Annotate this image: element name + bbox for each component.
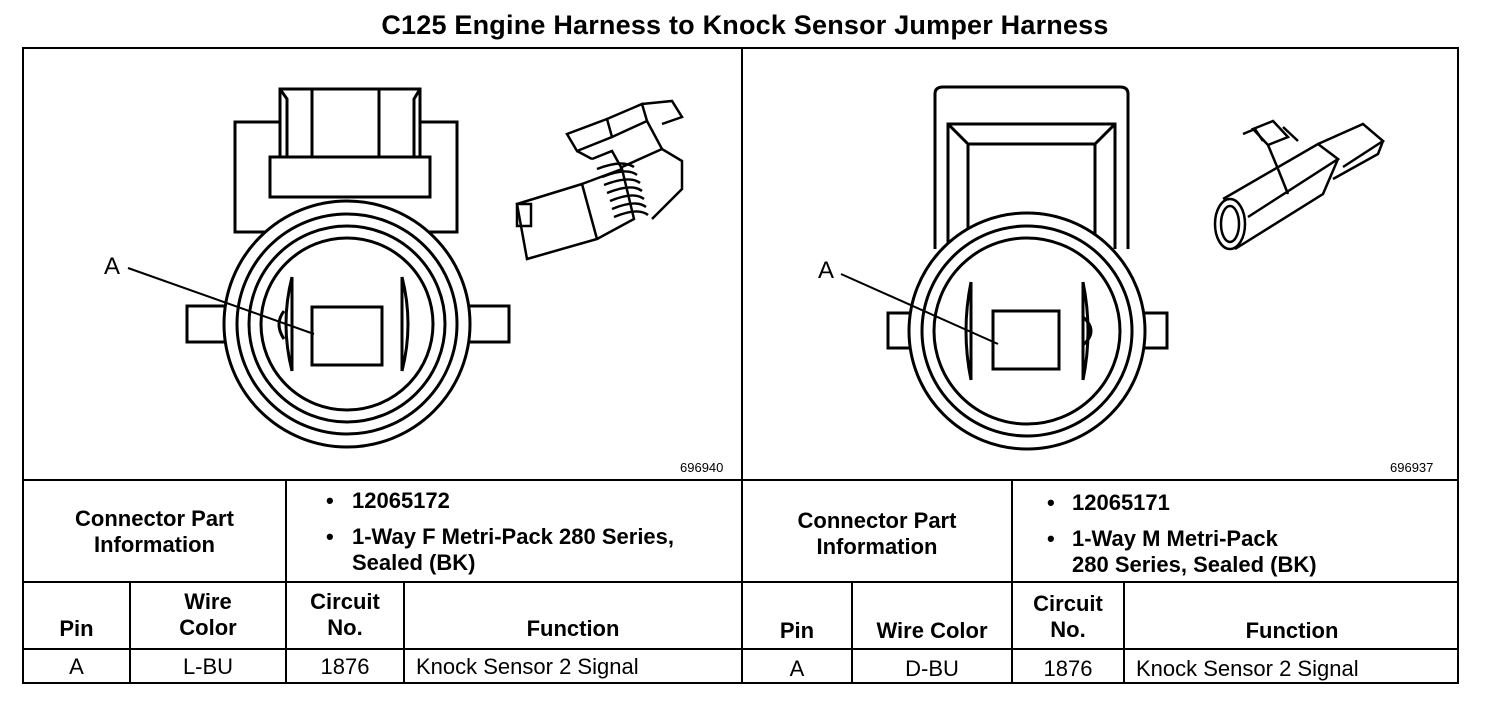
left-bullet-dot-2: •: [326, 524, 334, 549]
left-image-number: 696940: [680, 460, 724, 475]
connector-table-frame: [22, 47, 1459, 684]
page-title: C125 Engine Harness to Knock Sensor Jump…: [381, 10, 1109, 40]
right-row-circuit: 1876: [1043, 656, 1093, 681]
left-col-divider-1: [129, 581, 131, 684]
left-part-info-label: Connector Part Information: [75, 506, 234, 557]
left-row-pin: A: [69, 654, 84, 679]
right-image-number: 696937: [1390, 460, 1434, 475]
right-col-divider-1: [851, 581, 853, 684]
right-row-function: Knock Sensor 2 Signal: [1136, 656, 1359, 681]
right-part-desc-line1: 1-Way M Metri-Pack: [1072, 526, 1278, 551]
left-partinfo-divider: [285, 479, 287, 684]
right-row-wire-color: D-BU: [905, 656, 959, 681]
left-part-desc-line1: 1-Way F Metri-Pack 280 Series,: [352, 524, 675, 549]
left-pin-label: A: [104, 253, 121, 280]
image-bottom-rule: [22, 479, 1459, 481]
left-part-desc-line2: Sealed (BK): [352, 550, 476, 575]
right-col-divider-3: [1123, 581, 1125, 684]
right-bullet-dot-1: •: [1047, 490, 1055, 515]
left-row-wire-color: L-BU: [182, 654, 234, 679]
left-col-divider-3: [403, 581, 405, 684]
right-part-desc-line2: 280 Series, Sealed (BK): [1072, 552, 1317, 577]
header-bottom-rule: [22, 648, 1459, 650]
left-row-circuit: 1876: [320, 654, 370, 679]
right-partinfo-divider: [1011, 479, 1013, 684]
left-connector-face-diagram: [127, 87, 684, 449]
right-header-pin: Pin: [779, 618, 815, 643]
right-header-circuit: Circuit No.: [1033, 591, 1103, 642]
right-row-pin: A: [789, 656, 805, 681]
right-part-number: 12065171: [1072, 490, 1170, 515]
left-bullet-dot-1: •: [326, 488, 334, 513]
left-header-pin: Pin: [59, 616, 94, 641]
center-divider: [741, 47, 743, 684]
left-part-number: 12065172: [352, 488, 450, 513]
right-pin-label: A: [818, 257, 835, 284]
part-info-bottom-rule: [22, 581, 1459, 583]
left-row-function: Knock Sensor 2 Signal: [416, 654, 639, 679]
right-connector-face-diagram: [840, 85, 1386, 451]
right-header-wire-color: Wire Color: [876, 618, 988, 643]
right-header-function: Function: [1245, 618, 1339, 643]
left-header-function: Function: [526, 616, 620, 641]
right-bullet-dot-2: •: [1047, 526, 1055, 551]
right-part-info-label: Connector Part Information: [797, 508, 957, 559]
left-header-wire-color: Wire Color: [179, 589, 237, 640]
left-header-circuit: Circuit No.: [310, 589, 380, 640]
